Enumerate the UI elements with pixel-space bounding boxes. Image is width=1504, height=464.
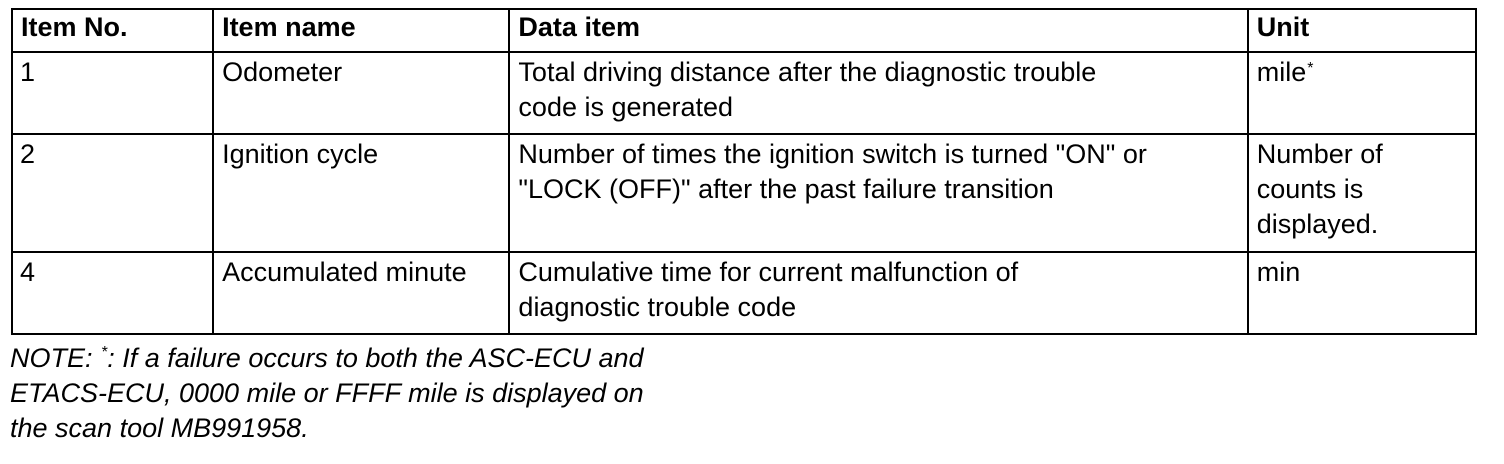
cell-unit: min xyxy=(1246,251,1478,335)
cell-data-item-line: code is generated xyxy=(518,92,734,122)
cell-data-item-line: Number of times the ignition switch is t… xyxy=(518,139,1147,169)
header-data-item: Data item xyxy=(508,8,1249,53)
asterisk-footnote-mark: * xyxy=(1307,60,1314,77)
cell-unit: mile* xyxy=(1246,51,1478,135)
note-line: ETACS-ECU, 0000 mile or FFFF mile is dis… xyxy=(10,378,644,408)
data-item-table: Item No. Item name Data item Unit 1 Odom… xyxy=(10,8,1478,335)
note-text: : If a failure occurs to both the ASC-EC… xyxy=(107,343,644,373)
header-item-name: Item name xyxy=(212,8,511,53)
table-row: 4 Accumulated minute Cumulative time for… xyxy=(10,251,1478,335)
cell-unit-line: counts is xyxy=(1256,174,1364,204)
cell-item-name: Ignition cycle xyxy=(212,133,511,253)
cell-data-item: Total driving distance after the diagnos… xyxy=(508,51,1249,135)
cell-item-name: Odometer xyxy=(212,51,511,135)
header-unit: Unit xyxy=(1246,8,1478,53)
table-row: 2 Ignition cycle Number of times the ign… xyxy=(10,133,1478,253)
cell-unit-line: displayed. xyxy=(1256,209,1379,239)
table-header-row: Item No. Item name Data item Unit xyxy=(10,8,1478,53)
note-line: NOTE: *: If a failure occurs to both the… xyxy=(10,341,770,376)
header-item-no: Item No. xyxy=(10,8,215,53)
cell-unit: Number of counts is displayed. xyxy=(1246,133,1478,253)
cell-data-item-line: Total driving distance after the diagnos… xyxy=(518,57,1097,87)
cell-item-no: 2 xyxy=(10,133,215,253)
cell-data-item: Number of times the ignition switch is t… xyxy=(508,133,1249,253)
cell-item-no: 1 xyxy=(10,51,215,135)
cell-data-item: Cumulative time for current malfunction … xyxy=(508,251,1249,335)
cell-data-item-line: diagnostic trouble code xyxy=(518,292,797,322)
note-prefix: NOTE: xyxy=(10,343,101,373)
cell-data-item-line: "LOCK (OFF)" after the past failure tran… xyxy=(518,174,1054,204)
asterisk-footnote-mark: * xyxy=(101,344,108,361)
cell-data-item-line: Cumulative time for current malfunction … xyxy=(518,257,1019,287)
note-line: the scan tool MB991958. xyxy=(10,413,309,443)
table-row: 1 Odometer Total driving distance after … xyxy=(10,51,1478,135)
cell-unit-line: Number of xyxy=(1256,139,1383,169)
cell-item-name: Accumulated minute xyxy=(212,251,511,335)
cell-item-no: 4 xyxy=(10,251,215,335)
cell-unit-text: mile xyxy=(1256,57,1307,87)
footnote-note: NOTE: *: If a failure occurs to both the… xyxy=(10,341,770,446)
